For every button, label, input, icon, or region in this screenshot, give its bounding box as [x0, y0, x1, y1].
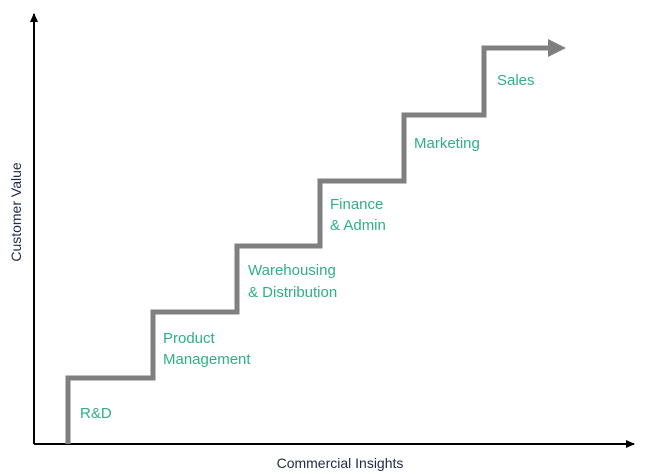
y-axis-label: Customer Value [8, 162, 24, 262]
step-label-rd: R&D [80, 405, 112, 422]
step-label-sales: Sales [497, 72, 535, 89]
step-label-warehousing-distribution: Warehousing & Distribution [248, 262, 340, 301]
staircase-line [65, 45, 550, 444]
step-label-marketing: Marketing [414, 135, 480, 152]
step-label-product-management: Product Management [163, 330, 251, 368]
step-label-finance-admin: Finance & Admin [330, 196, 388, 234]
staircase-arrowhead [548, 39, 566, 57]
x-axis-label: Commercial Insights [277, 455, 404, 471]
